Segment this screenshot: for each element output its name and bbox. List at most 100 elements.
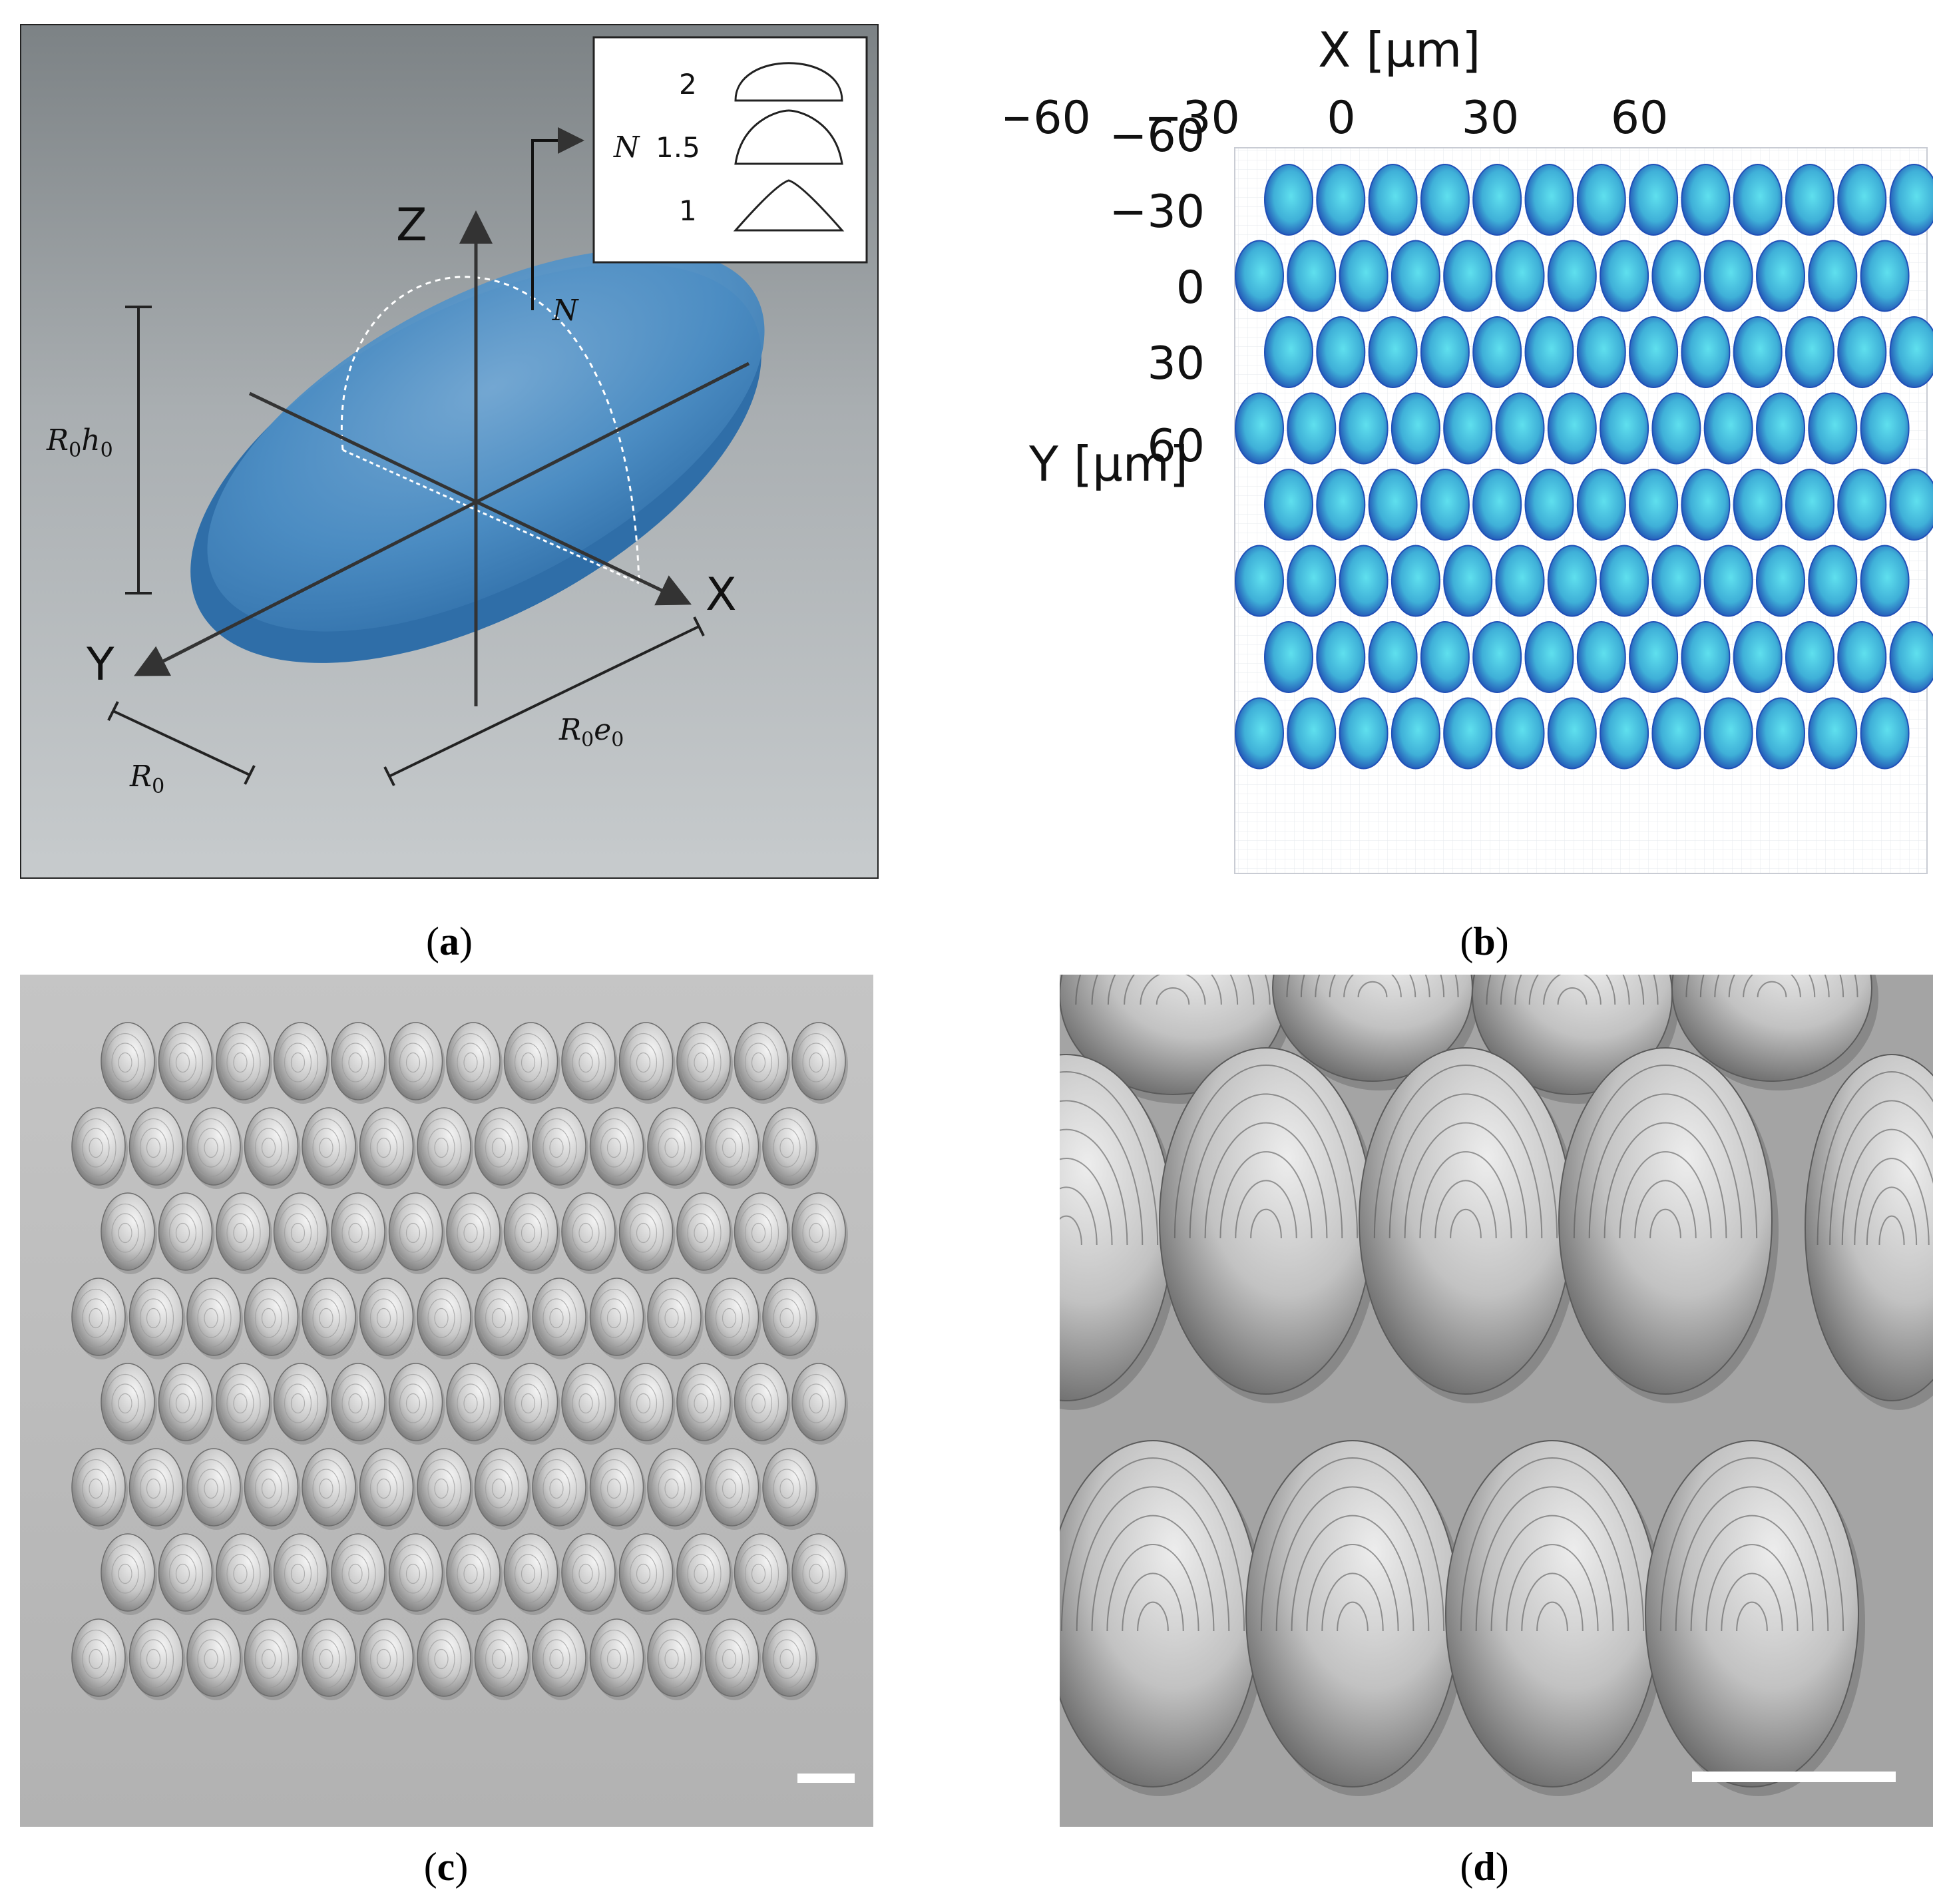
sem-lens xyxy=(417,1448,473,1530)
sem-lens xyxy=(704,1618,761,1700)
caption-a: (a) xyxy=(426,919,473,963)
sem-lens xyxy=(474,1107,531,1189)
x-tick-label: −30 xyxy=(1144,92,1240,144)
lens-element xyxy=(1681,316,1731,388)
panel-b-figure: X [μm] −60 −30 0 30 60 Y [μm] −60 −30 0 … xyxy=(995,22,1933,874)
height-dimension: R0h0 xyxy=(46,306,152,595)
lens-element xyxy=(1472,316,1522,388)
lens-element xyxy=(1339,545,1389,617)
lens-element xyxy=(1576,316,1626,388)
r0e0-dimension-label: R0e0 xyxy=(558,713,624,752)
lens-element xyxy=(1391,545,1440,617)
lens-element xyxy=(1368,316,1418,388)
lens-element xyxy=(1785,164,1834,236)
lens-element xyxy=(1576,164,1626,236)
lens-element xyxy=(1703,697,1753,770)
sem-lens xyxy=(446,1363,503,1445)
lens-element xyxy=(1889,621,1933,693)
r0-dimension: R0 xyxy=(107,701,256,798)
sem-lens xyxy=(101,1192,157,1274)
lens-element xyxy=(1651,240,1701,312)
scale-bar xyxy=(1692,1772,1896,1782)
lens-element xyxy=(1785,621,1834,693)
r0-dimension-label: R0 xyxy=(129,760,164,798)
lens-element xyxy=(1651,697,1701,770)
sem-lens xyxy=(589,1278,646,1359)
inset-value-1-5: 1.5 xyxy=(656,131,700,164)
lens-element xyxy=(1472,469,1522,541)
sem-lens xyxy=(704,1448,761,1530)
lens-element xyxy=(1420,621,1470,693)
lens-element xyxy=(1808,545,1858,617)
sem-lens xyxy=(734,1363,791,1445)
lens-element xyxy=(1756,697,1805,770)
sem-lens xyxy=(331,1533,387,1615)
sem-lens xyxy=(158,1533,215,1615)
lens-element xyxy=(1339,240,1389,312)
sem-lens xyxy=(186,1448,243,1530)
sem-lens xyxy=(216,1022,272,1104)
sem-lens xyxy=(331,1363,387,1445)
lens-element xyxy=(1524,469,1574,541)
lens-element xyxy=(1368,469,1418,541)
lens-element xyxy=(1264,316,1313,388)
lens-element xyxy=(1391,392,1440,465)
lens-element xyxy=(1733,621,1783,693)
sem-lens xyxy=(302,1107,358,1189)
sem-lens xyxy=(762,1448,819,1530)
lens-element xyxy=(1420,164,1470,236)
sem-lens xyxy=(158,1363,215,1445)
n-marker-label: N xyxy=(552,294,579,328)
lens-element xyxy=(1889,164,1933,236)
sem-lens xyxy=(101,1022,157,1104)
panel-d xyxy=(959,894,1933,1827)
sem-lens xyxy=(244,1278,301,1359)
sem-lens xyxy=(676,1363,733,1445)
x-axis-label: X xyxy=(706,569,737,621)
r0e0-dimension: R0e0 xyxy=(383,616,705,786)
lens-array-grid xyxy=(1235,164,1933,770)
lens-element xyxy=(1443,240,1493,312)
lens-element xyxy=(1264,621,1313,693)
panel-a: Z X Y N N 2 1.5 1 R0h0 R0 xyxy=(19,23,880,880)
sem-zoom-lens xyxy=(1159,1047,1379,1403)
inset-value-2: 2 xyxy=(679,68,697,101)
sem-lens xyxy=(446,1533,503,1615)
sem-lens xyxy=(359,1278,416,1359)
lens-element xyxy=(1316,469,1366,541)
lens-element xyxy=(1264,164,1313,236)
lens-element xyxy=(1576,469,1626,541)
lens-element xyxy=(1889,316,1933,388)
sem-lens xyxy=(503,1022,560,1104)
x-tick-label: 0 xyxy=(1327,92,1355,144)
profile-shape-n1 xyxy=(733,179,845,232)
lens-element xyxy=(1420,316,1470,388)
sem-lens xyxy=(704,1278,761,1359)
lens-element xyxy=(1860,240,1910,312)
lens-element xyxy=(1756,392,1805,465)
sem-lens xyxy=(647,1278,704,1359)
x-tick-label: 30 xyxy=(1462,92,1520,144)
sem-lens xyxy=(532,1448,588,1530)
sem-lens xyxy=(474,1618,531,1700)
sem-lens xyxy=(561,1533,618,1615)
lens-element xyxy=(1443,392,1493,465)
sem-lens xyxy=(71,1278,128,1359)
lens-element xyxy=(1472,164,1522,236)
sem-lens xyxy=(791,1192,848,1274)
lens-element xyxy=(1235,697,1284,770)
lens-element xyxy=(1287,392,1337,465)
x-tick-label: −60 xyxy=(1005,92,1091,144)
y-axis-label: Y xyxy=(86,638,114,691)
sem-zoom-lens xyxy=(1445,1440,1665,1796)
lens-element xyxy=(1368,621,1418,693)
sem-lens xyxy=(734,1022,791,1104)
panel-a-figure: Z X Y N N 2 1.5 1 R0h0 R0 xyxy=(19,23,880,880)
lens-element xyxy=(1495,240,1545,312)
lens-element xyxy=(1629,316,1679,388)
sem-lens xyxy=(503,1363,560,1445)
lens-element xyxy=(1681,164,1731,236)
lens-element xyxy=(1368,164,1418,236)
sem-lens xyxy=(474,1448,531,1530)
panel-c xyxy=(20,975,873,1827)
